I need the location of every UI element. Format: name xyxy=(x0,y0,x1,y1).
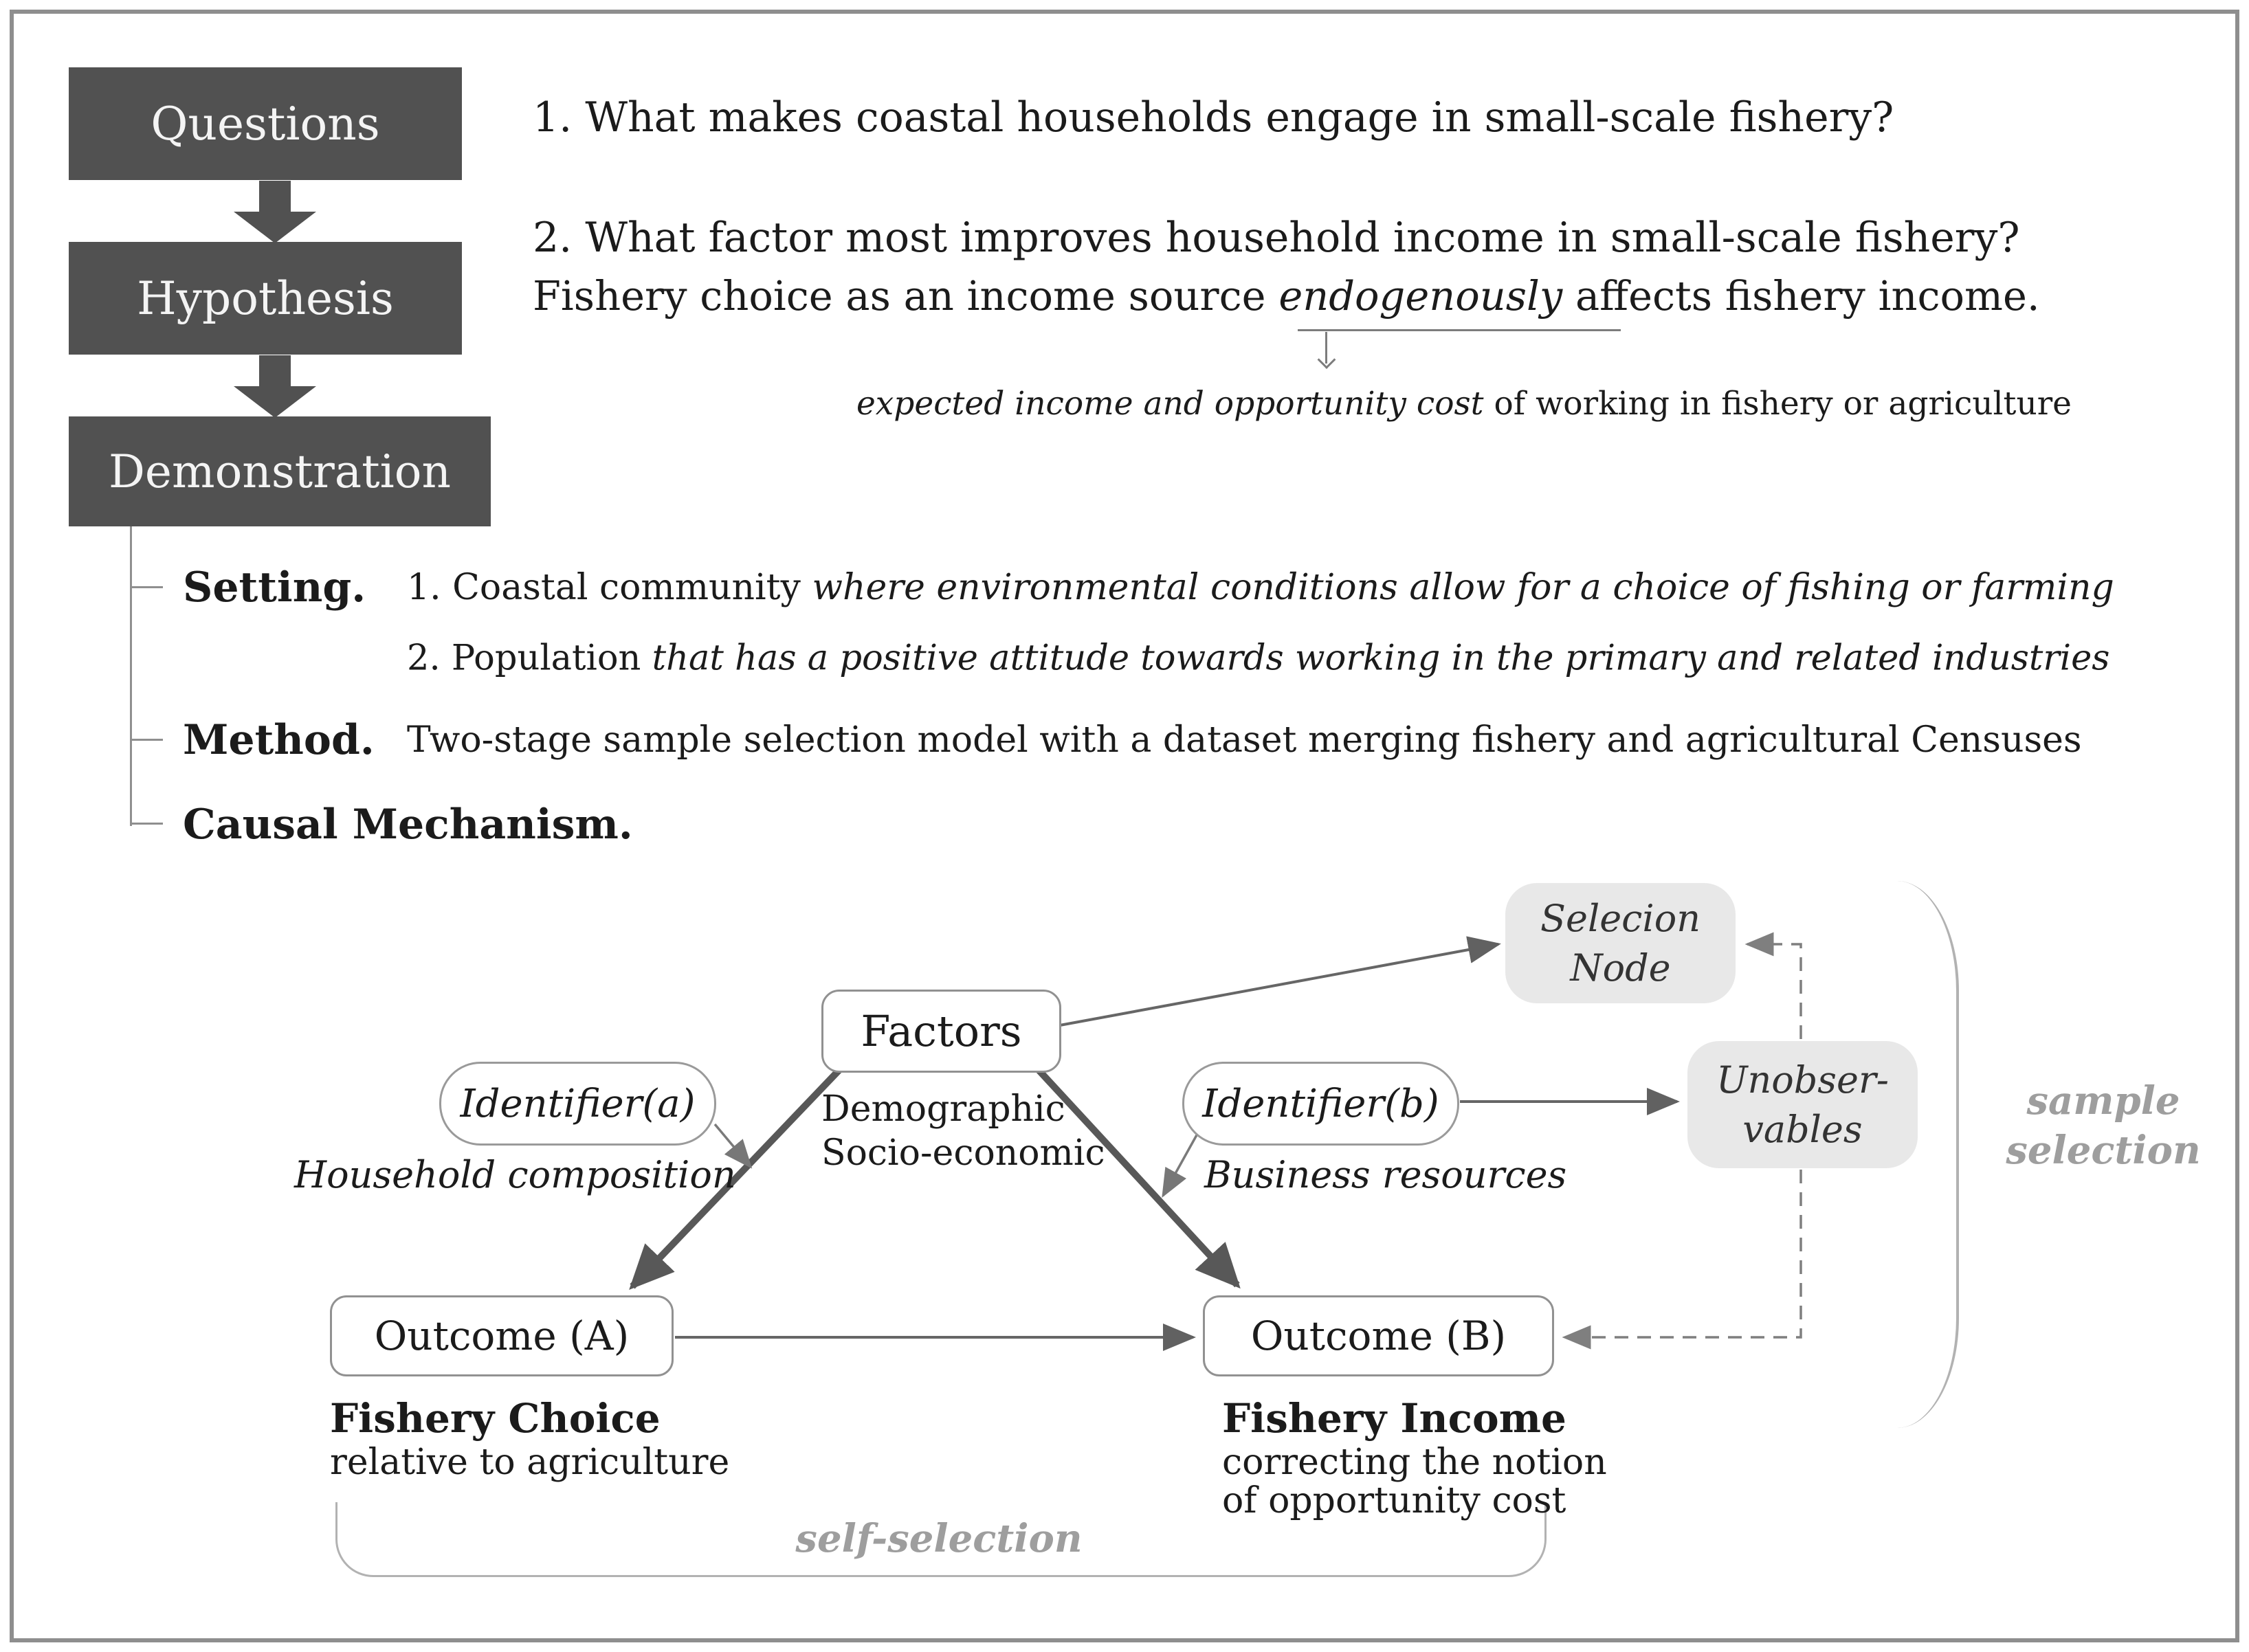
flow-arrow-1 xyxy=(234,181,316,243)
flow-step-demonstration: Demonstration xyxy=(69,416,491,526)
research-question-2: 2. What factor most improves household i… xyxy=(533,214,2020,262)
method-text: Two-stage sample selection model with a … xyxy=(407,719,2082,761)
identifier-a-caption: Household composition xyxy=(294,1153,736,1196)
flow-arrow-1-head xyxy=(234,212,316,243)
flow-arrow-1-shaft xyxy=(259,181,291,212)
flow-arrow-2 xyxy=(234,355,316,418)
setting-item-1: 1. Coastal community where environmental… xyxy=(407,567,2114,608)
setting-item-2-pre: 2. Population xyxy=(407,638,652,679)
factors-subcaption: Demographic Socio-economic xyxy=(821,1087,1105,1175)
outcome-a-caption-bold: Fishery Choice xyxy=(330,1395,661,1442)
hypothesis-pre: Fishery choice as an income source xyxy=(533,272,1279,320)
research-question-1: 1. What makes coastal households engage … xyxy=(533,93,1894,142)
hypothesis-statement: Fishery choice as an income source endog… xyxy=(533,272,2040,364)
hypothesis-emphasis: endogenously xyxy=(1278,272,1621,364)
flow-step-demonstration-label: Demonstration xyxy=(109,445,451,498)
flow-arrow-2-head xyxy=(234,386,316,418)
sample-selection-label-line2: selection xyxy=(2006,1128,2201,1173)
arrow-factors-to-selection-node xyxy=(1059,936,1501,1027)
arrow-identifier-b-pointer xyxy=(1162,1133,1199,1198)
node-identifier-b-label: Identifier(b) xyxy=(1202,1081,1439,1126)
flow-step-hypothesis: Hypothesis xyxy=(69,242,462,355)
outcome-b-caption-line1: correcting the notion xyxy=(1222,1442,1607,1483)
setting-item-1-italic: where environmental conditions allow for… xyxy=(812,567,2114,608)
factors-subcaption-line2: Socio-economic xyxy=(821,1132,1105,1174)
sample-selection-label: sample selection xyxy=(1980,1076,2227,1175)
node-unobservables-line1: Unobser- xyxy=(1716,1058,1890,1102)
node-unobservables: Unobser- vables xyxy=(1687,1041,1918,1168)
outcome-b-caption-bold: Fishery Income xyxy=(1222,1395,1566,1442)
setting-item-1-pre: 1. Coastal community xyxy=(407,567,812,608)
arrow-factors-to-outcome-a xyxy=(629,1067,843,1291)
flow-arrow-2-shaft xyxy=(259,355,291,386)
endogenously-underline xyxy=(1298,329,1621,331)
flow-step-questions: Questions xyxy=(69,67,462,180)
endogenously-down-arrow-icon xyxy=(1325,332,1328,364)
node-identifier-a-label: Identifier(a) xyxy=(460,1081,696,1126)
dashed-arrow-unobservables-to-selection-node xyxy=(1744,932,1802,1039)
tree-tick-method xyxy=(130,739,163,741)
node-selection-node-line1: Selecion xyxy=(1540,896,1700,940)
sample-selection-label-line1: sample xyxy=(2026,1078,2180,1124)
sample-selection-bracket xyxy=(1894,881,1959,1428)
node-outcome-b: Outcome (B) xyxy=(1203,1295,1554,1376)
flow-step-questions-label: Questions xyxy=(151,97,380,150)
factors-subcaption-line1: Demographic xyxy=(821,1089,1065,1130)
arrow-identifier-a-pointer xyxy=(713,1123,753,1169)
self-selection-bracket xyxy=(335,1502,1547,1577)
endogeneity-note-regular: of working in fishery or agriculture xyxy=(1483,385,2072,423)
identifier-b-caption: Business resources xyxy=(1204,1153,1567,1196)
setting-item-2: 2. Population that has a positive attitu… xyxy=(407,638,2109,679)
endogeneity-note-italic: expected income and opportunity cost xyxy=(856,385,1484,423)
flow-step-hypothesis-label: Hypothesis xyxy=(137,271,394,325)
node-unobservables-line2: vables xyxy=(1742,1107,1863,1151)
node-factors-label: Factors xyxy=(861,1006,1022,1056)
outcome-a-caption: relative to agriculture xyxy=(330,1442,730,1483)
causal-mechanism-label: Causal Mechanism. xyxy=(183,801,633,849)
node-outcome-a-label: Outcome (A) xyxy=(374,1313,630,1359)
endogeneity-note: expected income and opportunity cost of … xyxy=(852,387,2076,421)
self-selection-label: self-selection xyxy=(795,1516,1083,1561)
node-outcome-a: Outcome (A) xyxy=(330,1295,674,1376)
hypothesis-post: affects fishery income. xyxy=(1562,272,2040,320)
setting-label: Setting. xyxy=(183,563,366,612)
tree-vertical-line xyxy=(130,526,132,826)
node-identifier-b: Identifier(b) xyxy=(1182,1062,1459,1146)
tree-tick-setting xyxy=(130,586,163,588)
dashed-arrow-unobservables-to-outcome-b xyxy=(1562,1170,1802,1350)
method-label: Method. xyxy=(183,716,375,764)
node-identifier-a: Identifier(a) xyxy=(439,1062,716,1146)
outcome-b-caption-line2: of opportunity cost xyxy=(1222,1480,1566,1521)
node-factors: Factors xyxy=(821,990,1061,1073)
tree-tick-causal xyxy=(130,823,163,825)
node-selection-node-line2: Node xyxy=(1570,946,1671,990)
hypothesis-emphasis-text: endogenously xyxy=(1278,272,1563,320)
setting-item-2-italic: that has a positive attitude towards wor… xyxy=(652,638,2110,679)
node-outcome-b-label: Outcome (B) xyxy=(1250,1313,1507,1359)
node-selection-node: Selecion Node xyxy=(1505,883,1736,1003)
arrow-factors-to-outcome-b xyxy=(1035,1067,1241,1289)
